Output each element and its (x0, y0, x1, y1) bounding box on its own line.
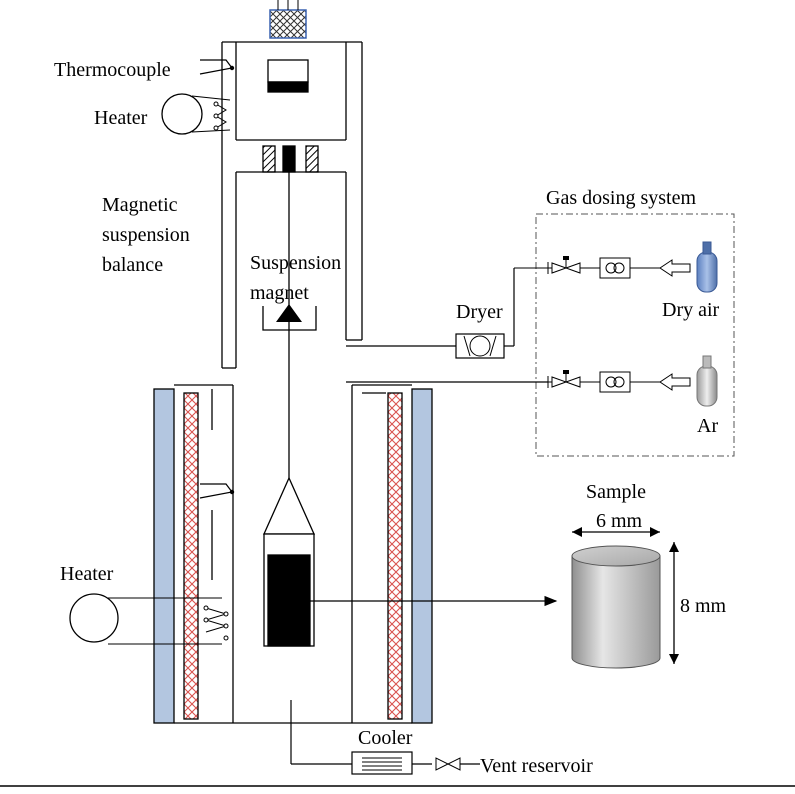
label-heater-top: Heater (94, 107, 148, 129)
furnace (153, 384, 433, 724)
heater-top (161, 93, 231, 135)
cooler (290, 700, 480, 775)
dryer (455, 333, 505, 359)
label-ar: Ar (697, 415, 718, 437)
label-balance: balance (102, 254, 163, 276)
label-dry-air: Dry air (662, 299, 720, 321)
label-magnet: magnet (250, 282, 309, 304)
label-height: 8 mm (680, 595, 727, 617)
sample-basket (262, 476, 316, 647)
label-suspension-word: suspension (102, 224, 190, 246)
label-vent: Vent reservoir (480, 755, 593, 777)
top-coupling (269, 0, 307, 39)
label-gas-dosing: Gas dosing system (546, 187, 696, 209)
label-thermocouple: Thermocouple (54, 59, 171, 81)
furnace-thermocouple (199, 483, 235, 499)
label-suspension: Suspension (250, 252, 341, 274)
suspension-magnet (262, 304, 317, 331)
label-cooler: Cooler (358, 727, 413, 749)
thermocouple-probe (199, 59, 235, 75)
label-width: 6 mm (596, 510, 643, 532)
label-sample: Sample (586, 481, 646, 503)
label-magnetic: Magnetic (102, 194, 178, 216)
sample-cylinder (571, 527, 679, 669)
balance-housing (221, 41, 363, 369)
gas-dosing-system (514, 213, 735, 457)
gas-piping (346, 268, 548, 383)
label-heater-bottom: Heater (60, 563, 114, 585)
heater-bottom (69, 593, 229, 645)
label-dryer: Dryer (456, 301, 503, 323)
